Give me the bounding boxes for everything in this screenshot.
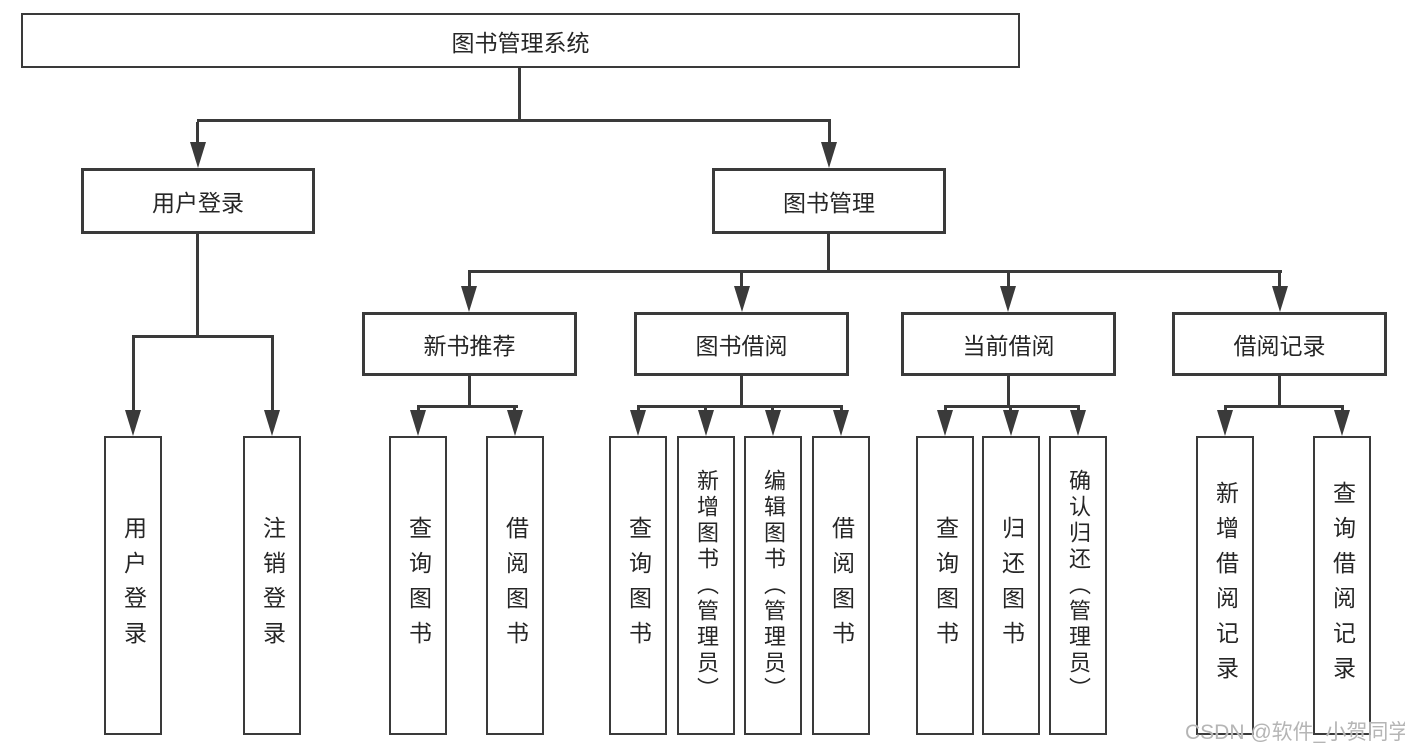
leaf-label: 新增借阅记录 [1212, 480, 1239, 691]
node-label: 图书借阅 [695, 333, 788, 359]
leaf-borrow-borrow-books: 借阅图书 [812, 436, 870, 735]
node-label: 图书管理 [783, 190, 875, 216]
leaf-records-query-record: 查询借阅记录 [1313, 436, 1371, 735]
arrow-down-icon [698, 410, 714, 436]
arrow-down-icon [1003, 410, 1019, 436]
arrow-down-icon [630, 410, 646, 436]
connector-line [468, 376, 471, 408]
leaf-user-login: 用户登录 [104, 436, 162, 735]
connector-line [468, 270, 1282, 273]
leaf-newbook-query-books: 查询图书 [389, 436, 447, 735]
node-user-login: 用户登录 [81, 168, 315, 234]
connector-line [197, 119, 831, 122]
node-book-borrowing: 图书借阅 [634, 312, 849, 376]
connector-line [1278, 273, 1281, 289]
leaf-current-confirm-return-admin: 确认归还（管理员） [1049, 436, 1107, 735]
connector-line [196, 122, 199, 146]
arrow-down-icon [937, 410, 953, 436]
connector-line [1007, 273, 1010, 289]
connector-line [132, 338, 135, 412]
connector-line [417, 405, 518, 408]
arrow-down-icon [1070, 410, 1086, 436]
node-book-management: 图书管理 [712, 168, 946, 234]
leaf-borrow-add-books-admin: 新增图书（管理员） [677, 436, 735, 735]
connector-line [740, 376, 743, 408]
arrow-down-icon [410, 410, 426, 436]
arrow-down-icon [190, 142, 206, 168]
arrow-down-icon [507, 410, 523, 436]
arrow-down-icon [734, 286, 750, 312]
node-label: 新书推荐 [423, 333, 516, 359]
node-label: 图书管理系统 [451, 29, 590, 56]
leaf-label: 用户登录 [120, 515, 147, 656]
node-label: 用户登录 [152, 190, 244, 216]
node-root-library-system: 图书管理系统 [21, 13, 1020, 68]
connector-line [827, 234, 830, 273]
connector-line [1224, 405, 1344, 408]
leaf-label: 借阅图书 [502, 515, 529, 656]
arrow-down-icon [1000, 286, 1016, 312]
leaf-newbook-borrow-books: 借阅图书 [486, 436, 544, 735]
leaf-label: 编辑图书（管理员） [761, 468, 786, 703]
leaf-label: 确认归还（管理员） [1066, 468, 1091, 703]
leaf-label: 借阅图书 [828, 515, 855, 656]
connector-line [828, 122, 831, 146]
connector-line [271, 338, 274, 412]
leaf-label: 注销登录 [259, 515, 286, 656]
leaf-label: 新增图书（管理员） [694, 468, 719, 703]
connector-line [1278, 376, 1281, 408]
node-label: 当前借阅 [962, 333, 1055, 359]
connector-line [518, 68, 521, 121]
connector-line [196, 234, 199, 338]
watermark: CSDN @软件_小贺同学 [1185, 721, 1405, 744]
leaf-borrow-query-books: 查询图书 [609, 436, 667, 735]
connector-line [944, 405, 1080, 408]
arrow-down-icon [833, 410, 849, 436]
arrow-down-icon [264, 410, 280, 436]
arrow-down-icon [461, 286, 477, 312]
leaf-records-add-record: 新增借阅记录 [1196, 436, 1254, 735]
leaf-label: 归还图书 [998, 515, 1025, 656]
leaf-label: 查询图书 [932, 515, 959, 656]
connector-line [468, 273, 471, 289]
leaf-current-query-books: 查询图书 [916, 436, 974, 735]
leaf-current-return-books: 归还图书 [982, 436, 1040, 735]
leaf-label: 查询图书 [625, 515, 652, 656]
node-new-book-recommend: 新书推荐 [362, 312, 577, 376]
arrow-down-icon [765, 410, 781, 436]
leaf-borrow-edit-books-admin: 编辑图书（管理员） [744, 436, 802, 735]
arrow-down-icon [1334, 410, 1350, 436]
node-current-borrowing: 当前借阅 [901, 312, 1116, 376]
connector-line [637, 405, 843, 408]
node-borrowing-records: 借阅记录 [1172, 312, 1387, 376]
arrow-down-icon [1272, 286, 1288, 312]
connector-line [1007, 376, 1010, 408]
connector-line [132, 335, 274, 338]
arrow-down-icon [1217, 410, 1233, 436]
leaf-logout: 注销登录 [243, 436, 301, 735]
arrow-down-icon [821, 142, 837, 168]
node-label: 借阅记录 [1233, 333, 1326, 359]
leaf-label: 查询借阅记录 [1329, 480, 1356, 691]
connector-line [740, 273, 743, 289]
leaf-label: 查询图书 [405, 515, 432, 656]
arrow-down-icon [125, 410, 141, 436]
